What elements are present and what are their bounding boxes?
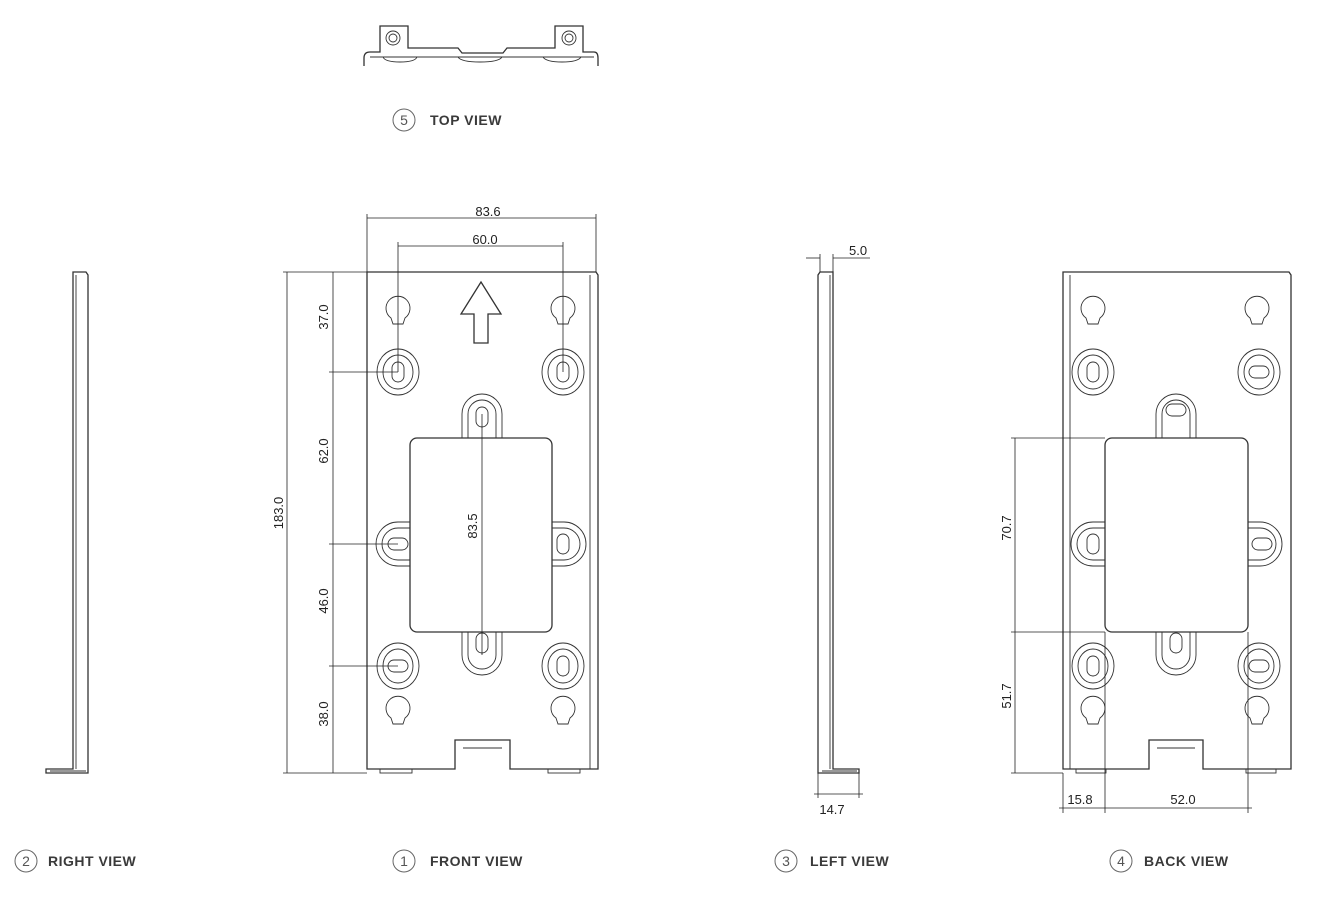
left-foot-dimension: 14.7 <box>819 802 844 817</box>
right-view-number: 2 <box>22 853 30 869</box>
back-view-drawing: 70.7 51.7 15.8 52.0 <box>999 271 1292 813</box>
front-segment-1-dimension: 37.0 <box>316 304 331 329</box>
left-view-drawing <box>806 254 870 798</box>
back-dimension-lines <box>1011 437 1252 813</box>
back-offset-dimension: 15.8 <box>1067 792 1092 807</box>
top-view-number: 5 <box>400 112 408 128</box>
right-view-title: RIGHT VIEW <box>48 853 137 869</box>
view-number-badge <box>14 849 38 873</box>
front-dimension-lines <box>283 214 597 774</box>
view-number-badge <box>1109 849 1133 873</box>
back-upper-dimension: 70.7 <box>999 515 1014 540</box>
back-slot-group <box>1070 348 1283 690</box>
view-number-badge <box>392 108 416 132</box>
front-segment-4-dimension: 38.0 <box>316 701 331 726</box>
front-view-title: FRONT VIEW <box>430 853 523 869</box>
front-hole-spacing-dimension: 60.0 <box>472 232 497 247</box>
top-view-drawing <box>363 25 599 66</box>
front-view-drawing: 83.6 60.0 183.0 37.0 62.0 46.0 38.0 83.5 <box>271 204 599 774</box>
front-segment-2-dimension: 62.0 <box>316 438 331 463</box>
left-view-title: LEFT VIEW <box>810 853 889 869</box>
front-height-dimension: 183.0 <box>271 497 286 530</box>
right-view-label: 2 RIGHT VIEW <box>14 849 137 873</box>
back-view-number: 4 <box>1117 853 1125 869</box>
top-view-title: TOP VIEW <box>430 112 502 128</box>
front-center-span-dimension: 83.5 <box>465 513 480 538</box>
front-width-dimension: 83.6 <box>475 204 500 219</box>
front-view-label: 1 FRONT VIEW <box>392 849 523 873</box>
left-view-label: 3 LEFT VIEW <box>774 849 889 873</box>
front-view-number: 1 <box>400 853 408 869</box>
back-view-label: 4 BACK VIEW <box>1109 849 1229 873</box>
view-number-badge <box>774 849 798 873</box>
front-segment-3-dimension: 46.0 <box>316 588 331 613</box>
back-lower-dimension: 51.7 <box>999 683 1014 708</box>
left-view-number: 3 <box>782 853 790 869</box>
back-width-dimension: 52.0 <box>1170 792 1195 807</box>
view-number-badge <box>392 849 416 873</box>
left-thickness-dimension: 5.0 <box>849 243 867 258</box>
back-view-title: BACK VIEW <box>1144 853 1229 869</box>
top-view-label: 5 TOP VIEW <box>392 108 502 132</box>
right-view-drawing <box>45 271 89 774</box>
